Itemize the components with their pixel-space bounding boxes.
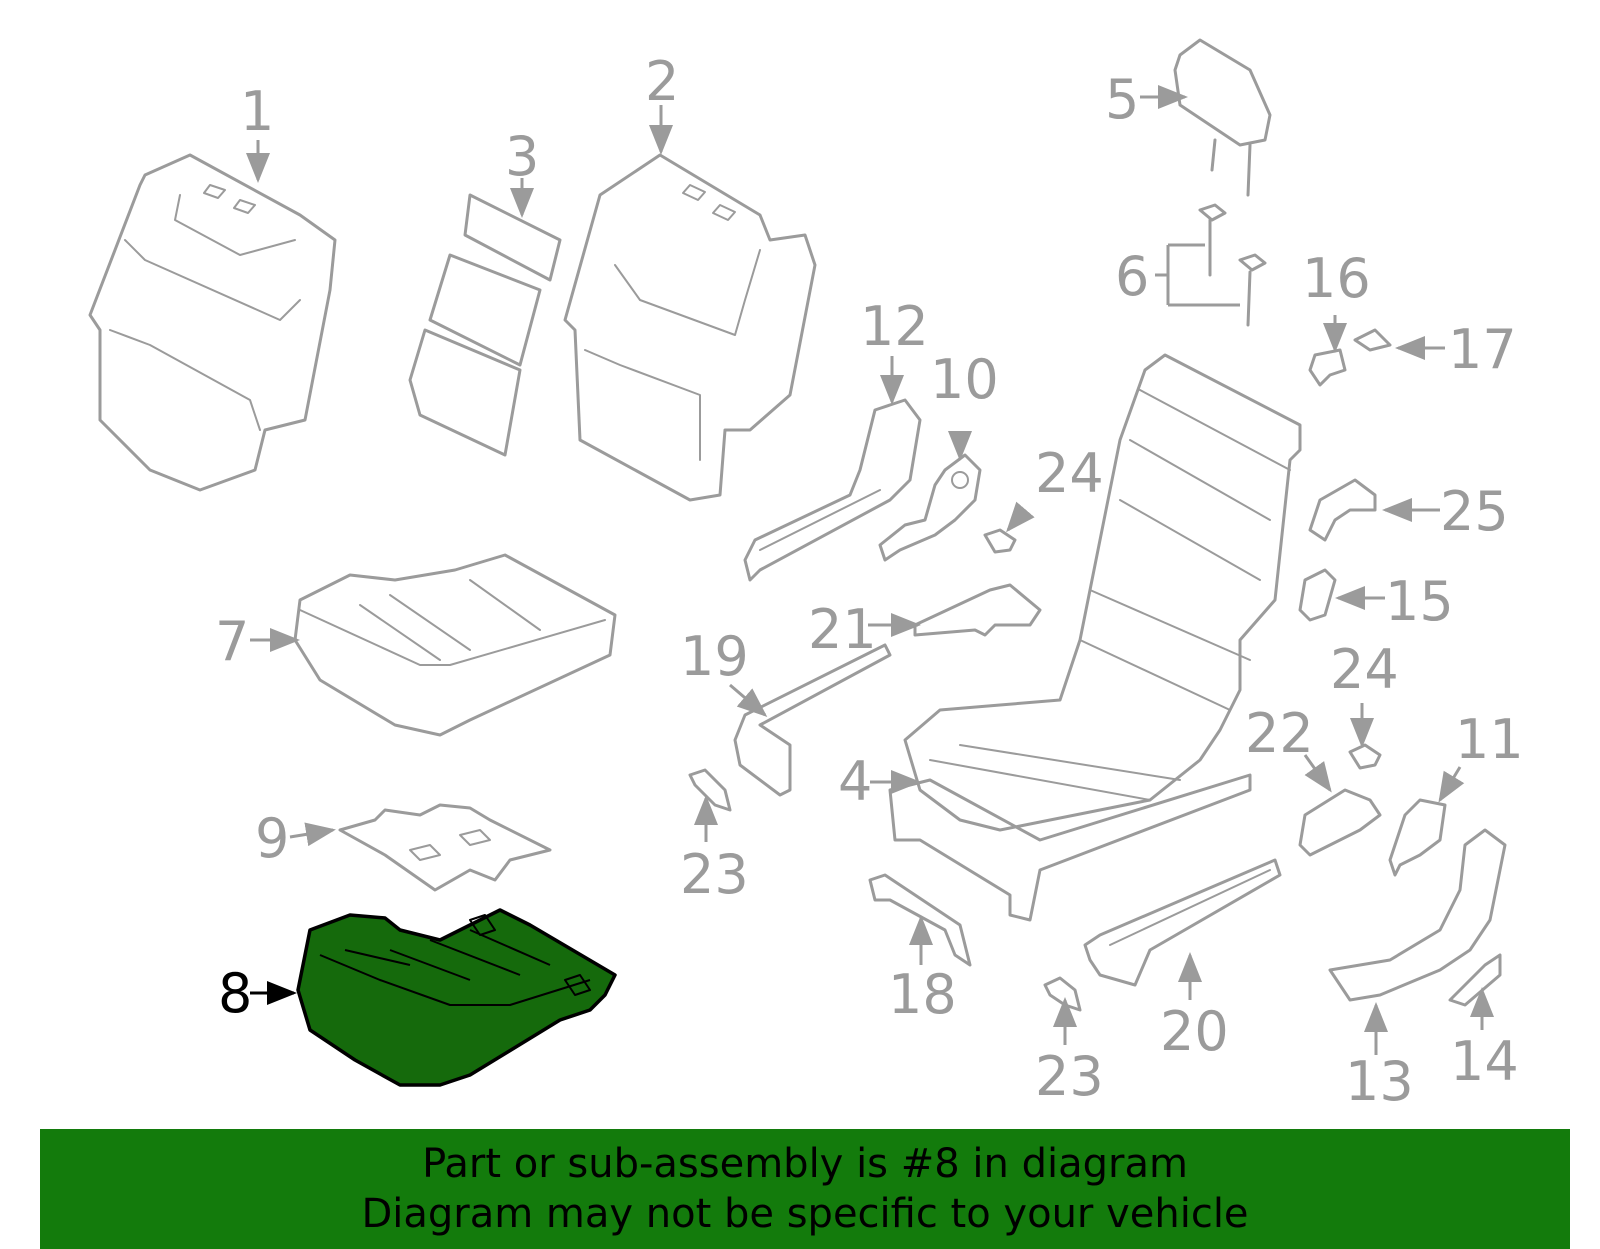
callout-10: 10	[930, 348, 999, 411]
callout-23-bottom: 23	[1035, 1045, 1104, 1108]
callout-23-left: 23	[680, 843, 749, 906]
callout-25: 25	[1440, 480, 1509, 543]
info-banner: Part or sub-assembly is #8 in diagram Di…	[40, 1129, 1570, 1249]
parts-diagram: 1 2 3 4 5 6 7 8 9 10 11 12 13 14 15 16 1…	[88, 38, 1524, 1113]
callout-11: 11	[1455, 708, 1524, 771]
part-15-switch-bezel[interactable]	[1298, 568, 1337, 622]
callout-2: 2	[645, 50, 679, 113]
part-24-clip-upper[interactable]	[983, 528, 1017, 554]
callout-7: 7	[215, 610, 249, 673]
callout-13: 13	[1345, 1050, 1414, 1113]
callout-15: 15	[1385, 570, 1454, 633]
part-25-bracket[interactable]	[1308, 478, 1377, 542]
callout-16: 16	[1302, 247, 1371, 310]
callout-1: 1	[240, 80, 274, 143]
callout-22: 22	[1245, 702, 1314, 765]
part-21-bracket[interactable]	[913, 583, 1042, 637]
callout-arrows	[246, 85, 1494, 1055]
callout-4: 4	[838, 750, 872, 813]
callout-17: 17	[1448, 318, 1517, 381]
part-1-seat-back-cover[interactable]	[88, 153, 337, 492]
part-2-seat-back-pad[interactable]	[563, 153, 817, 502]
part-20-track-cover[interactable]	[1083, 858, 1282, 987]
part-3-back-panel[interactable]	[408, 193, 562, 457]
callout-labels: 1 2 3 4 5 6 7 8 9 10 11 12 13 14 15 16 1…	[215, 50, 1524, 1113]
part-11-trim[interactable]	[1388, 798, 1447, 877]
callout-21: 21	[808, 598, 877, 661]
callout-20: 20	[1160, 1000, 1229, 1063]
callout-3: 3	[505, 125, 539, 188]
part-6-headrest-guides[interactable]	[1198, 203, 1267, 327]
callout-24-lower: 24	[1330, 638, 1399, 701]
callout-9: 9	[255, 807, 289, 870]
part-22-cover[interactable]	[1298, 788, 1382, 857]
callout-6: 6	[1115, 245, 1149, 308]
callout-18: 18	[888, 963, 957, 1026]
banner-line-1: Part or sub-assembly is #8 in diagram	[422, 1141, 1188, 1187]
callout-8: 8	[218, 962, 252, 1025]
part-13-side-shield[interactable]	[1328, 828, 1507, 1002]
callout-5: 5	[1105, 68, 1139, 131]
part-10-recliner[interactable]	[878, 453, 982, 562]
part-5-headrest[interactable]	[1173, 38, 1272, 197]
part-24-clip-lower[interactable]	[1348, 743, 1382, 770]
part-7-seat-cushion-cover[interactable]	[293, 553, 617, 737]
part-17-clip[interactable]	[1353, 328, 1392, 352]
part-16-clip[interactable]	[1308, 348, 1347, 387]
callout-24-upper: 24	[1035, 442, 1104, 505]
part-12-side-trim[interactable]	[743, 398, 922, 582]
part-23-clip-left[interactable]	[688, 768, 732, 812]
part-4-seat-frame[interactable]	[888, 353, 1302, 922]
part-8-seat-cushion-pad[interactable]	[296, 908, 617, 1087]
part-14-cover[interactable]	[1448, 953, 1502, 1007]
part-23-clip-bottom[interactable]	[1043, 976, 1082, 1012]
callout-19: 19	[680, 625, 749, 688]
part-19-cable[interactable]	[733, 643, 892, 797]
callout-14: 14	[1450, 1030, 1519, 1093]
callout-12: 12	[860, 295, 929, 358]
banner-line-2: Diagram may not be specific to your vehi…	[361, 1191, 1249, 1237]
part-18-trim[interactable]	[868, 873, 972, 967]
part-9-heater-pad[interactable]	[338, 803, 552, 892]
